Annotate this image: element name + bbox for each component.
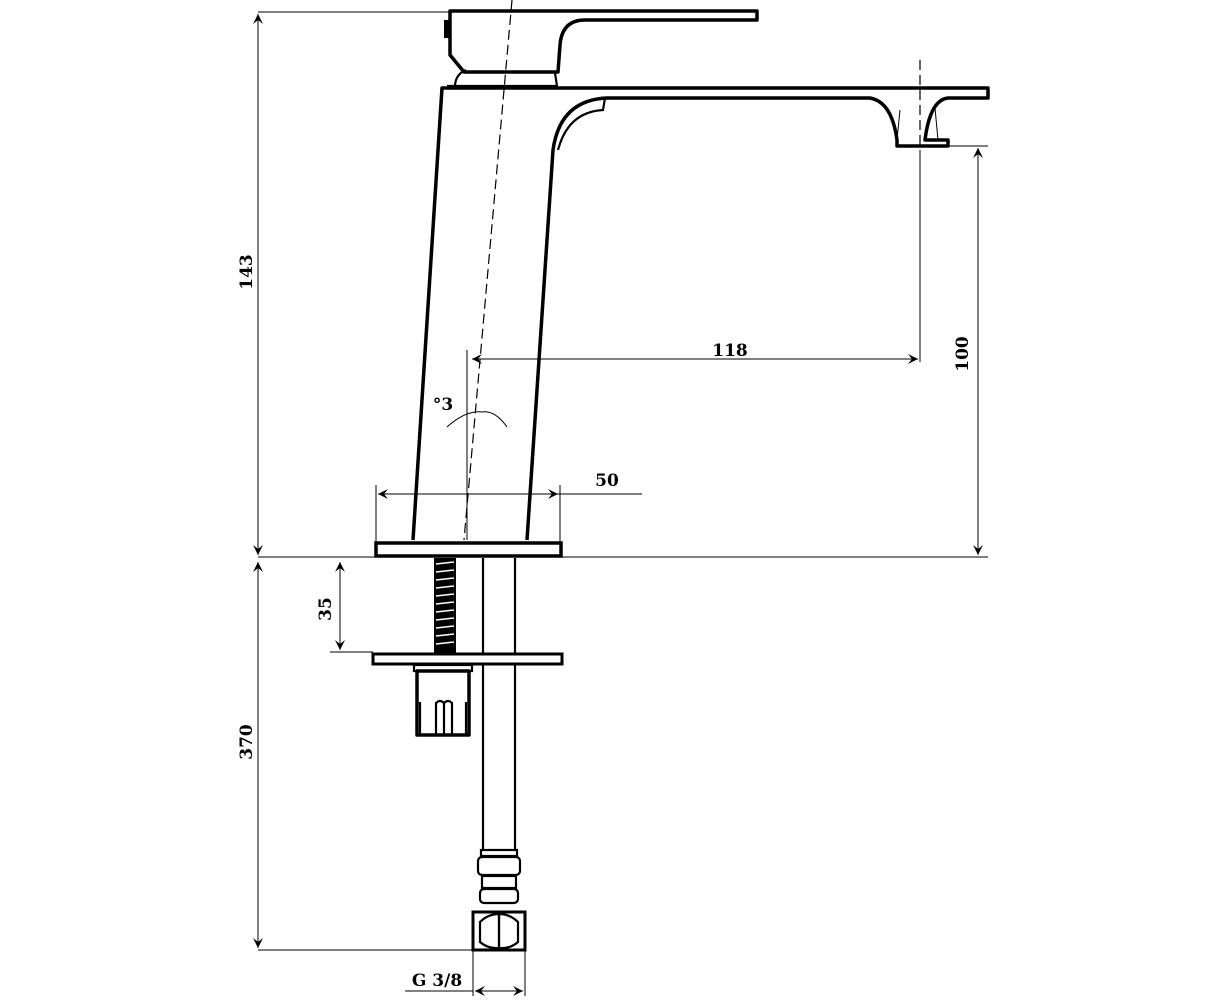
dim-connection: G 3/8: [412, 971, 462, 991]
faucet-body: [411, 86, 990, 541]
dim-hose-length: 370: [237, 724, 257, 760]
dim-mount-thickness: 35: [316, 597, 336, 621]
dim-spout-height: 100: [953, 336, 973, 372]
dim-total-height: 143: [237, 254, 257, 290]
mounting-nut: [412, 663, 474, 737]
lever-handle: [444, 9, 759, 88]
supply-hose: [471, 558, 527, 952]
base-plate: [374, 541, 563, 558]
dimension-lines: [253, 11, 988, 996]
threaded-rod: [434, 558, 456, 653]
mounting-washer: [371, 652, 564, 666]
dim-base-diameter: 50: [595, 471, 619, 491]
dim-spout-reach: 118: [712, 341, 748, 361]
body-centerline: [463, 0, 513, 541]
dim-tilt-angle: °3: [433, 395, 453, 415]
